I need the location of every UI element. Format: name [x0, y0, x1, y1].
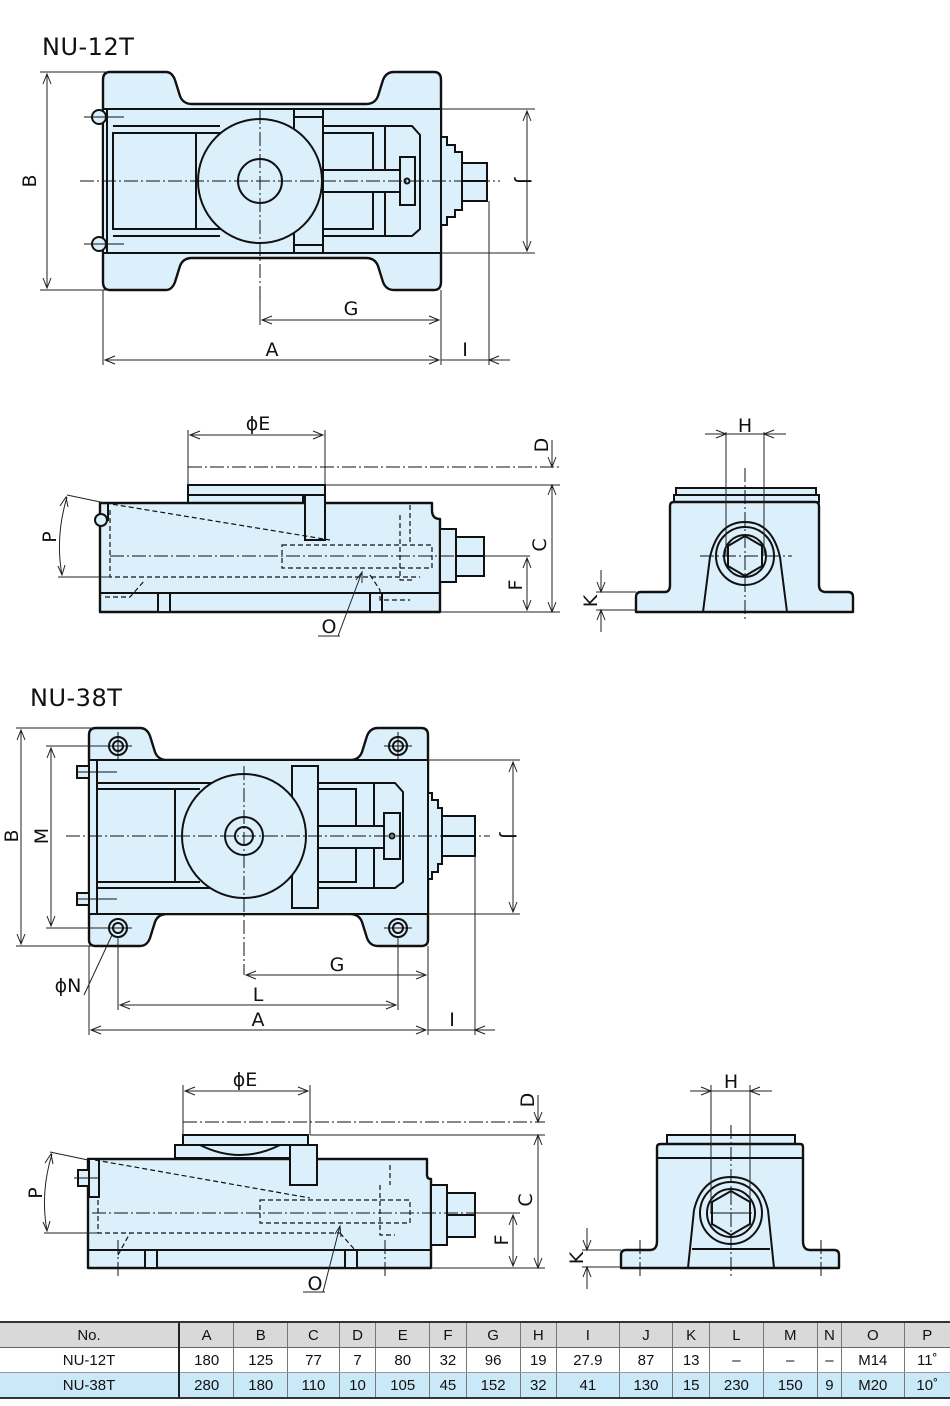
dim-label-g: G — [344, 298, 359, 320]
dim-label-m: M — [31, 828, 53, 844]
cell: 87 — [618, 1347, 673, 1373]
spec-table: No. A B C D E F G H I J K L M N O P NU-1… — [0, 1321, 950, 1399]
dim-label-c: C — [529, 538, 551, 551]
cell: M20 — [841, 1372, 905, 1399]
nu-38t-front-view: H K — [566, 1071, 841, 1289]
cell: 32 — [429, 1347, 467, 1373]
cell: 45 — [429, 1372, 467, 1399]
cell: 10˚ — [903, 1372, 950, 1399]
table-row: NU-38T 280 180 110 10 105 45 152 32 41 1… — [0, 1372, 950, 1399]
cell: 280 — [178, 1372, 234, 1399]
dim-label-n: ϕN — [55, 975, 82, 997]
dim-label-d: D — [517, 1093, 539, 1108]
header-e: E — [375, 1321, 430, 1348]
table-row: NU-12T 180 125 77 7 80 32 96 19 27.9 87 … — [0, 1347, 950, 1373]
dim-label-h: H — [724, 1071, 738, 1093]
header-n: N — [816, 1321, 842, 1348]
header-m: M — [762, 1321, 818, 1348]
header-g: G — [465, 1321, 521, 1348]
cell: 41 — [556, 1372, 620, 1399]
dim-label-f: F — [491, 1235, 513, 1246]
cell: 9 — [816, 1372, 842, 1399]
cell: 105 — [375, 1372, 430, 1399]
header-no: No. — [0, 1321, 179, 1348]
dim-label-k: K — [566, 1251, 588, 1264]
cell: 32 — [519, 1372, 557, 1399]
cell: 15 — [672, 1372, 710, 1399]
cell: – — [708, 1347, 764, 1373]
cell: 230 — [708, 1372, 764, 1399]
header-k: K — [672, 1321, 710, 1348]
dim-label-j: J — [498, 832, 520, 839]
cell: 152 — [465, 1372, 521, 1399]
cell: 77 — [287, 1347, 340, 1373]
nu-12t-front-view: H K — [580, 415, 855, 632]
cell: 80 — [375, 1347, 430, 1373]
table-header-row: No. A B C D E F G H I J K L M N O P — [0, 1321, 950, 1348]
header-p: P — [903, 1321, 950, 1348]
cell-model: NU-12T — [0, 1347, 179, 1373]
header-i: I — [556, 1321, 620, 1348]
cell: 180 — [233, 1372, 288, 1399]
header-b: B — [233, 1321, 288, 1348]
dim-label-h: H — [738, 415, 752, 437]
cell: 125 — [233, 1347, 288, 1373]
dim-label-k: K — [580, 594, 602, 607]
nu-38t-top-view: B M J G L A I ϕN — [1, 726, 520, 1035]
dim-label-f: F — [505, 580, 527, 591]
dim-label-c: C — [515, 1193, 537, 1206]
cell: 13 — [672, 1347, 710, 1373]
cell: – — [762, 1347, 818, 1373]
dim-label-e: ϕE — [233, 1069, 258, 1091]
header-c: C — [287, 1321, 340, 1348]
header-l: L — [708, 1321, 764, 1348]
header-j: J — [618, 1321, 673, 1348]
dim-label-g: G — [330, 954, 345, 976]
cell: 10 — [338, 1372, 376, 1399]
cell: 19 — [519, 1347, 557, 1373]
dim-label-d: D — [531, 438, 553, 453]
cell: – — [816, 1347, 842, 1373]
dim-label-i: I — [449, 1009, 455, 1031]
model-title-nu-12t: NU-12T — [42, 33, 135, 61]
cell: 11˚ — [903, 1347, 950, 1373]
dim-label-l: L — [253, 984, 264, 1006]
dim-label-j: J — [513, 177, 535, 184]
cell: 7 — [338, 1347, 376, 1373]
cell: 27.9 — [556, 1347, 620, 1373]
cell: 180 — [178, 1347, 234, 1373]
header-f: F — [429, 1321, 467, 1348]
model-title-nu-38t: NU-38T — [30, 684, 123, 712]
dim-label-p: P — [25, 1187, 47, 1198]
cell: M14 — [841, 1347, 905, 1373]
dim-label-o: O — [322, 616, 337, 638]
dim-label-b: B — [1, 829, 23, 842]
dim-label-e: ϕE — [246, 413, 271, 435]
dim-label-i: I — [462, 339, 468, 361]
nu-12t-top-view: B J G A I — [19, 70, 535, 365]
dim-label-a: A — [266, 339, 279, 361]
header-a: A — [178, 1321, 234, 1348]
cell-model: NU-38T — [0, 1372, 179, 1399]
cell: 96 — [465, 1347, 521, 1373]
dim-label-a: A — [252, 1009, 265, 1031]
header-o: O — [841, 1321, 905, 1348]
dim-label-p: P — [39, 531, 61, 542]
nu-38t-side-view: ϕE D C F P O — [25, 1069, 545, 1295]
cell: 130 — [618, 1372, 673, 1399]
dim-label-o: O — [308, 1273, 323, 1295]
dim-label-b: B — [19, 174, 41, 187]
cell: 110 — [287, 1372, 340, 1399]
cell: 150 — [762, 1372, 818, 1399]
nu-12t-side-view: ϕE D C F P O — [39, 413, 560, 638]
header-d: D — [338, 1321, 376, 1348]
header-h: H — [519, 1321, 557, 1348]
